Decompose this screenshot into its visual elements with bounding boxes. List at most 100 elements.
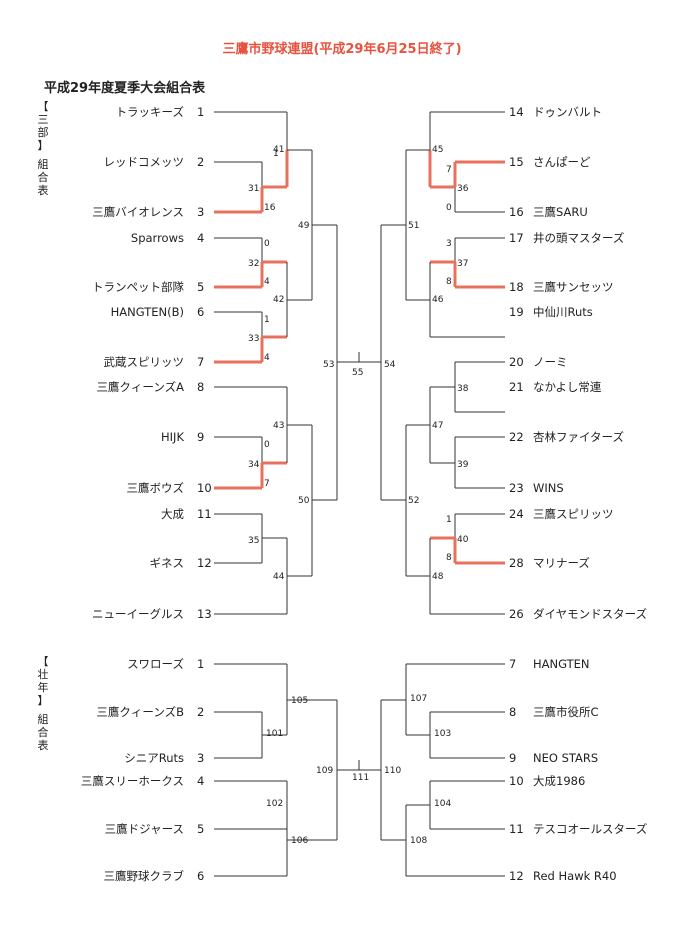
match-number: 101	[266, 729, 283, 739]
match-number: 8	[446, 277, 452, 287]
match-number: 46	[432, 295, 444, 305]
match-number: 42	[273, 295, 284, 305]
senior-right-team-0-seed: 7	[509, 657, 517, 671]
d3-right-team-9-name: WINS	[533, 481, 564, 495]
senior-right-team-3-name: 大成1986	[533, 774, 586, 788]
match-number: 51	[408, 221, 419, 231]
match-number: 39	[457, 460, 469, 470]
match-number: 1	[446, 515, 452, 525]
match-number: 110	[384, 766, 401, 776]
senior-right-team-4-name: テスコオールスターズ	[533, 822, 648, 836]
senior-left-team-3-seed: 4	[197, 774, 205, 788]
d3-right-team-10-seed: 24	[509, 507, 524, 521]
d3-right-team-6-name: ノーミ	[533, 355, 568, 369]
d3-left-team-0-name: トラッキーズ	[115, 105, 184, 119]
match-number: 35	[248, 536, 259, 546]
match-number: 54	[384, 360, 396, 370]
d3-right-team-1-seed: 15	[509, 155, 524, 169]
match-number: 104	[434, 799, 451, 809]
d3-right-team-4-seed: 18	[509, 280, 524, 294]
match-number: 4	[264, 277, 270, 287]
d3-right-team-9-seed: 23	[509, 481, 524, 495]
senior-left-team-5-name: 三鷹野球クラブ	[103, 869, 185, 883]
d3-left-team-3-seed: 4	[197, 231, 205, 245]
senior-right-team-2-name: NEO STARS	[533, 751, 599, 765]
d3-left-team-8-seed: 9	[197, 430, 205, 444]
d3-left-team-10-name: 大成	[161, 507, 184, 521]
match-number: 50	[298, 496, 310, 506]
match-number: 7	[264, 479, 270, 489]
senior-left-team-2-name: シニアRuts	[124, 751, 184, 765]
match-number: 47	[432, 421, 443, 431]
d3-right-team-12-name: ダイヤモンドスターズ	[533, 607, 648, 621]
d3-right-team-2-seed: 16	[509, 205, 524, 219]
d3-right-team-8-seed: 22	[509, 430, 524, 444]
d3-left-team-12-name: ニューイーグルス	[92, 607, 184, 621]
d3-right-team-11-seed: 28	[509, 556, 524, 570]
d3-right-team-0-name: ドゥンバルト	[533, 105, 602, 119]
d3-left-team-11-seed: 12	[197, 556, 212, 570]
division3-label: 【三部】組合表	[37, 100, 49, 197]
d3-left-team-5-seed: 6	[197, 305, 205, 319]
match-number: 52	[408, 496, 419, 506]
page-title: 三鷹市野球連盟(平成29年6月25日終了)	[222, 42, 462, 57]
match-number: 106	[291, 836, 308, 846]
d3-left-team-0-seed: 1	[197, 105, 205, 119]
match-number: 32	[248, 259, 259, 269]
match-number: 8	[446, 553, 452, 563]
senior-left-team-4-name: 三鷹ドジャース	[104, 822, 184, 836]
senior-right-team-3-seed: 10	[509, 774, 524, 788]
match-number: 109	[316, 766, 333, 776]
match-number: 3	[446, 239, 452, 249]
senior-right-team-2-seed: 9	[509, 751, 517, 765]
d3-right-team-3-seed: 17	[509, 231, 524, 245]
match-number: 36	[457, 184, 469, 194]
match-number: 34	[248, 460, 260, 470]
senior-right-team-1-name: 三鷹市役所C	[533, 705, 599, 719]
senior-right-team-5-name: Red Hawk R40	[533, 869, 617, 883]
match-number: 4	[264, 353, 270, 363]
match-number: 31	[248, 184, 259, 194]
match-number: 44	[273, 572, 285, 582]
senior-label: 【壮年】組合表	[37, 655, 49, 752]
match-number: 0	[446, 203, 452, 213]
d3-left-team-4-name: トランペット部隊	[92, 280, 184, 294]
d3-right-team-0-seed: 14	[509, 105, 524, 119]
d3-left-team-4-seed: 5	[197, 280, 205, 294]
match-number: 107	[410, 694, 427, 704]
match-number: 43	[273, 421, 284, 431]
d3-left-team-1-seed: 2	[197, 155, 205, 169]
d3-right-team-1-name: さんぱーど	[533, 155, 591, 169]
d3-left-team-7-seed: 8	[197, 380, 205, 394]
match-number: 37	[457, 259, 468, 269]
match-number: 1	[264, 315, 270, 325]
match-number: 45	[432, 145, 443, 155]
match-number: 33	[248, 334, 259, 344]
match-number: 108	[410, 836, 427, 846]
senior-right-team-0-name: HANGTEN	[533, 657, 590, 671]
match-number: 103	[434, 729, 451, 739]
match-number: 0	[264, 239, 270, 249]
d3-right-team-5-seed: 19	[509, 305, 524, 319]
d3-right-team-4-name: 三鷹サンセッツ	[533, 280, 614, 294]
match-number: 1	[273, 149, 279, 159]
d3-left-team-3-name: Sparrows	[130, 231, 184, 245]
match-number: 41	[273, 145, 284, 155]
d3-left-team-11-name: ギネス	[149, 556, 185, 570]
d3-left-team-2-seed: 3	[197, 205, 205, 219]
match-number: 40	[457, 535, 469, 545]
d3-left-team-12-seed: 13	[197, 607, 212, 621]
match-number: 38	[457, 384, 469, 394]
match-number: 111	[352, 773, 369, 783]
d3-right-team-3-name: 井の頭マスターズ	[533, 231, 625, 245]
match-number: 16	[264, 203, 276, 213]
senior-right-team-5-seed: 12	[509, 869, 524, 883]
d3-right-team-5-name: 中仙川Ruts	[533, 305, 593, 319]
page-subtitle: 平成29年度夏季大会組合表	[44, 81, 206, 96]
d3-left-team-6-seed: 7	[197, 355, 205, 369]
d3-right-team-6-seed: 20	[509, 355, 524, 369]
match-number: 105	[291, 696, 308, 706]
match-number: 102	[266, 799, 283, 809]
match-number: 55	[352, 368, 363, 378]
